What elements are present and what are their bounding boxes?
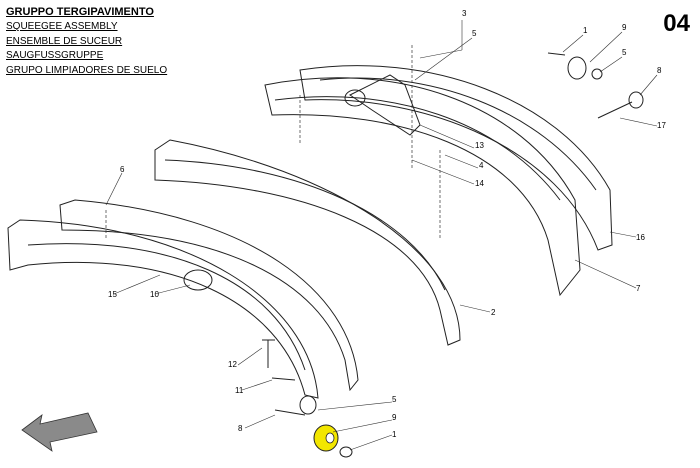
front-blade <box>59 199 359 392</box>
upper-wheel <box>567 56 587 80</box>
callout-8-top: 8 <box>657 66 662 75</box>
callout-9-top: 9 <box>622 23 627 32</box>
callout-5-bottom: 5 <box>392 395 397 404</box>
subtitle-french: ENSEMBLE DE SUCEUR <box>6 35 123 47</box>
callout-8-bottom: 8 <box>238 424 243 433</box>
front-frame <box>7 219 319 399</box>
knob <box>183 269 213 291</box>
callout-5-top: 5 <box>472 29 477 38</box>
subtitle-spanish: GRUPO LIMPIADORES DE SUELO <box>6 64 168 76</box>
callout-9-bottom: 9 <box>392 413 397 422</box>
rear-blade <box>264 77 581 297</box>
rear-frame <box>299 65 613 251</box>
callout-15: 15 <box>108 290 117 299</box>
callout-3: 3 <box>462 9 467 18</box>
callout-4: 4 <box>479 161 484 170</box>
direction-arrow <box>21 412 98 452</box>
callout-17: 17 <box>657 121 666 130</box>
callout-2: 2 <box>491 308 496 317</box>
callout-13: 13 <box>475 141 484 150</box>
callout-5-right: 5 <box>622 48 627 57</box>
subtitle-english: SQUEEGEE ASSEMBLY <box>6 21 118 32</box>
callout-1-top: 1 <box>583 26 588 35</box>
callout-16: 16 <box>636 233 645 242</box>
page-number: 04 <box>663 10 690 37</box>
callout-7: 7 <box>636 284 641 293</box>
middle-frame <box>154 139 461 346</box>
callout-6: 6 <box>120 165 125 174</box>
callout-1-bottom: 1 <box>392 430 397 439</box>
page-title: GRUPPO TERGIPAVIMENTO <box>6 6 154 18</box>
callout-10: 10 <box>150 290 159 299</box>
callout-14: 14 <box>475 179 484 188</box>
subtitle-german: SAUGFUSSGRUPPE <box>6 50 104 61</box>
callout-12: 12 <box>228 360 237 369</box>
callout-11: 11 <box>235 386 244 395</box>
title-block: GRUPPO TERGIPAVIMENTO SQUEEGEE ASSEMBLY … <box>6 6 167 78</box>
